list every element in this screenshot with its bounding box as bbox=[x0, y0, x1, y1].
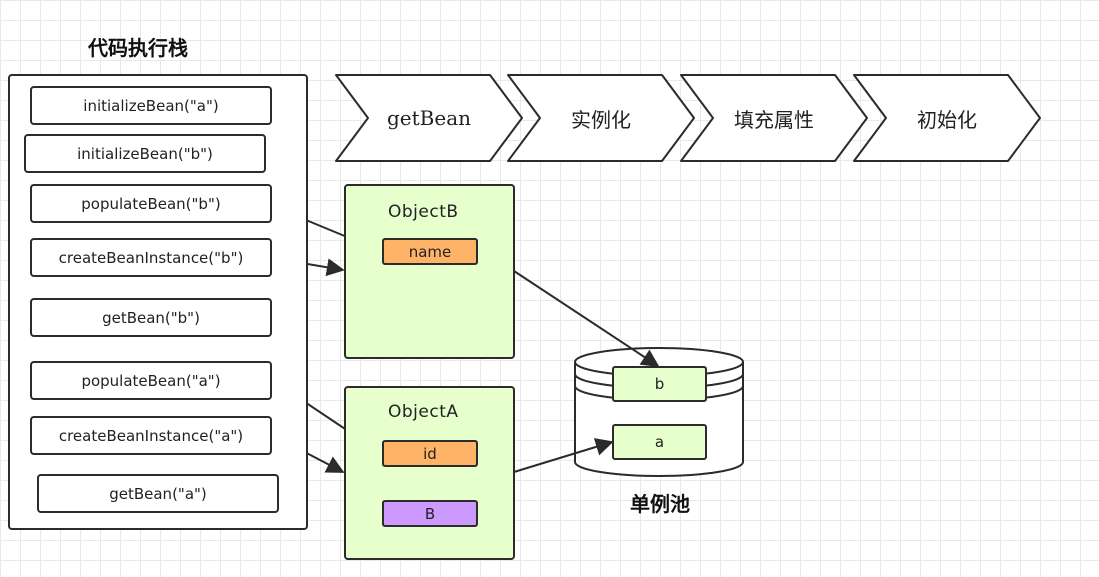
pool-item-b: b bbox=[612, 366, 707, 402]
process-chevrons bbox=[335, 74, 1041, 162]
chevron-step-3 bbox=[680, 74, 868, 162]
chevron-step-1 bbox=[335, 74, 523, 162]
arrow-objecta-to-pool-a bbox=[513, 438, 614, 473]
stack-frame-getbean-a: getBean("a") bbox=[37, 474, 279, 513]
step-label-populate: 填充属性 bbox=[734, 107, 814, 132]
stack-frame-populate-b: populateBean("b") bbox=[30, 184, 272, 223]
stack-frame-initialize-b: initializeBean("b") bbox=[24, 134, 266, 173]
object-b-field-name: name bbox=[382, 238, 478, 265]
stack-frame-populate-a: populateBean("a") bbox=[30, 361, 272, 400]
chevron-step-4 bbox=[853, 74, 1041, 162]
chevron-step-2 bbox=[507, 74, 695, 162]
stack-title: 代码执行栈 bbox=[88, 36, 188, 60]
object-a-title: ObjectA bbox=[388, 402, 459, 422]
stack-frame-create-b: createBeanInstance("b") bbox=[30, 238, 272, 277]
pool-item-a: a bbox=[612, 424, 707, 460]
object-b-box bbox=[344, 184, 515, 359]
stack-frame-create-a: createBeanInstance("a") bbox=[30, 416, 272, 455]
arrow-objectb-to-pool-b bbox=[513, 270, 660, 367]
object-a-box bbox=[344, 386, 515, 560]
object-b-title: ObjectB bbox=[388, 202, 459, 222]
step-label-initialize: 初始化 bbox=[917, 107, 977, 132]
stack-frame-initialize-a: initializeBean("a") bbox=[30, 86, 272, 125]
step-label-getbean: getBean bbox=[386, 106, 471, 130]
step-label-instantiate: 实例化 bbox=[571, 107, 631, 132]
stack-frame-getbean-b: getBean("b") bbox=[30, 298, 272, 337]
singleton-pool-label: 单例池 bbox=[630, 492, 690, 516]
object-a-field-b: B bbox=[382, 500, 478, 527]
object-a-field-id: id bbox=[382, 440, 478, 467]
